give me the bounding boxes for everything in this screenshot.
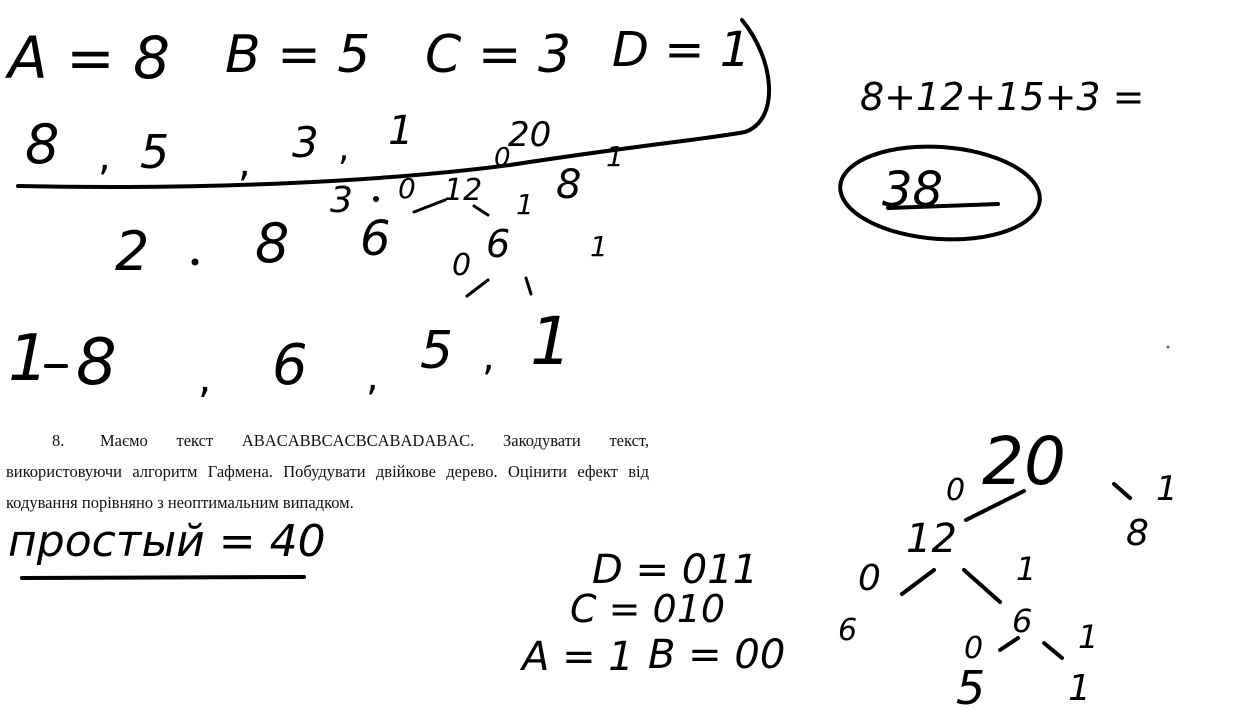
grouping-line — [16, 18, 772, 190]
row2-v5: 8 — [556, 162, 581, 208]
row2-v2: 0 — [398, 172, 416, 205]
tree-leaf-8: 8 — [1126, 513, 1149, 554]
result-circle — [838, 144, 1042, 242]
simple-underline — [20, 575, 306, 580]
tree-root-1: 1 — [1156, 469, 1178, 509]
row2-v4: 1 — [516, 188, 534, 221]
row4-v1: 1 — [8, 322, 49, 396]
tree-n12-0: 0 — [858, 558, 881, 599]
task-text: Маємо текст ABACABBCACBCABADABAC. Закоду… — [6, 431, 649, 512]
tree-n12-1: 1 — [1016, 550, 1036, 588]
row1-v4: 1 — [388, 108, 413, 154]
count-d: D = 1 — [612, 22, 750, 78]
row4-v5: 1 — [530, 303, 572, 380]
count-c: C = 3 — [425, 25, 571, 85]
row1-comma2: , — [238, 140, 251, 186]
tree-root-0: 0 — [946, 473, 965, 508]
tree-top-sum: 20 — [508, 115, 551, 155]
row3-v6: 1 — [590, 230, 608, 263]
tree-top-one: 1 — [606, 140, 624, 173]
row3-v5: 6 — [486, 222, 510, 266]
tree-leaf-6: 6 — [838, 613, 857, 648]
row3-v3: 6 — [360, 211, 391, 267]
task-paragraph: 8.Маємо текст ABACABBCACBCABADABAC. Зако… — [6, 425, 649, 518]
row1-v1: 8 — [25, 113, 59, 176]
code-b: B = 00 — [648, 632, 785, 678]
task-number: 8. — [52, 431, 65, 450]
count-b: B = 5 — [225, 25, 370, 85]
tree-n6-0: 0 — [964, 631, 983, 666]
code-a: A = 1 — [519, 634, 634, 680]
row4-v2: 8 — [76, 326, 117, 400]
simple-label: простый = 40 — [8, 516, 326, 567]
row2-v1: 3 — [330, 180, 353, 221]
row4-v4: 5 — [420, 321, 453, 381]
row3-v2: 8 — [255, 212, 289, 275]
row4-comma2: , — [366, 354, 379, 400]
row4-v3: 6 — [272, 333, 308, 398]
tree-top-zero: 0 — [494, 143, 511, 173]
code-d: D = 011 — [592, 547, 758, 593]
tree-leaf-1: 1 — [1068, 668, 1091, 708]
row1-v2: 5 — [140, 125, 169, 179]
row3-v1: 2 — [115, 220, 149, 283]
row1-v3: 3 — [292, 118, 319, 167]
row1-comma3: , — [338, 128, 349, 169]
tree-root: 20 — [982, 423, 1066, 500]
row4-comma3: , — [482, 334, 495, 380]
row2-v3: 12 — [444, 173, 482, 208]
row3-v4: 0 — [452, 248, 471, 283]
row4-comma1: , — [198, 353, 211, 402]
count-a: A = 8 — [4, 24, 170, 92]
tree-n6-1: 1 — [1078, 618, 1098, 656]
tree-leaf-5: 5 — [956, 661, 985, 708]
code-c: C = 010 — [570, 587, 725, 631]
tree-node-6: 6 — [1012, 602, 1032, 640]
sum-result: 38 — [882, 162, 943, 218]
sum-expression: 8+12+15+3 = — [860, 75, 1145, 119]
row1-comma1: , — [98, 134, 111, 180]
tree-node-12: 12 — [906, 516, 957, 562]
